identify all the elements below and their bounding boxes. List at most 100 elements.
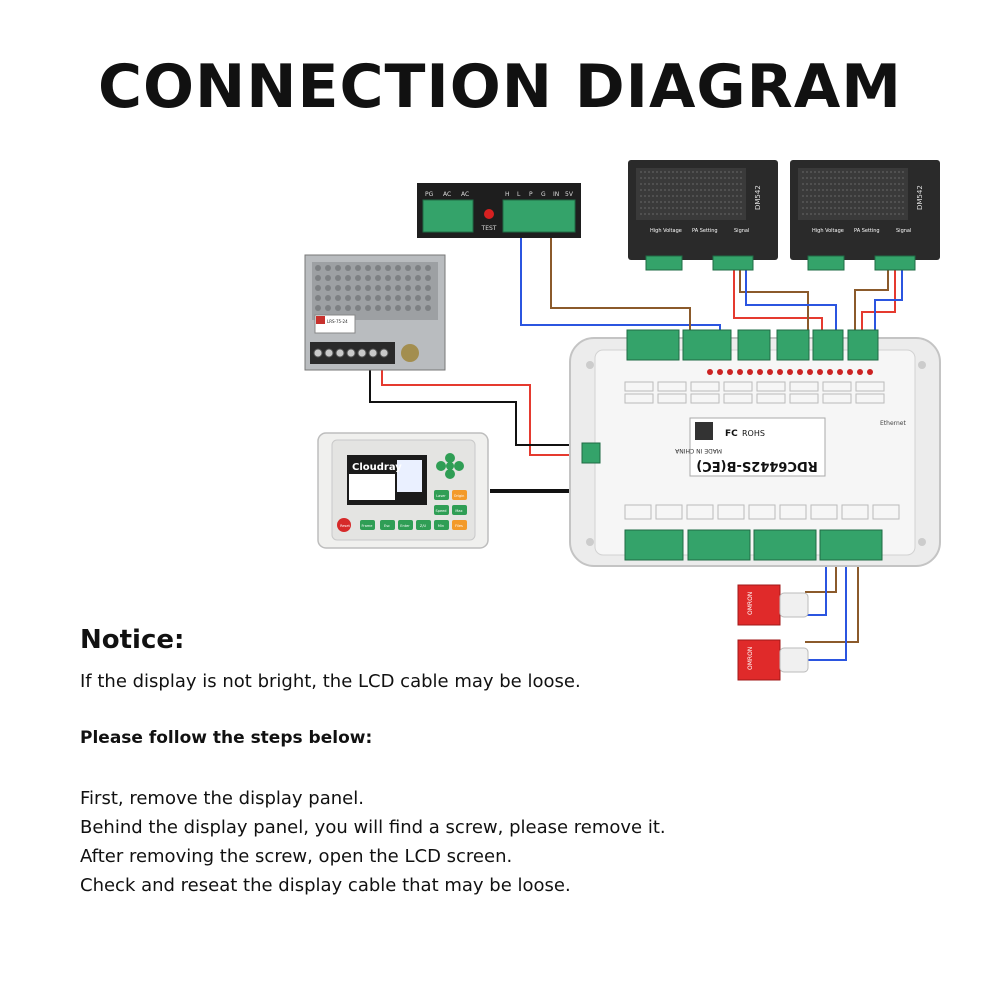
display-button-laser[interactable]: Laser (434, 490, 449, 500)
psu-vent-hole (425, 285, 431, 291)
driver-brand: DM542 (754, 185, 762, 210)
controller-power-terminal[interactable] (581, 442, 601, 464)
arrow-up-icon (445, 453, 455, 463)
display-button-min[interactable]: Min (434, 520, 449, 530)
notice-intro: If the display is not bright, the LCD ca… (80, 671, 581, 692)
psu-terminal-label: AC (461, 191, 469, 198)
controller-led (807, 369, 813, 375)
psu-vent-hole (425, 295, 431, 301)
psu-vent-hole (335, 265, 341, 271)
controller-terminal-top (626, 329, 680, 361)
display-button-esc[interactable]: Esc (380, 520, 395, 530)
display-button-reset[interactable]: Reset (337, 518, 351, 532)
controller-led (757, 369, 763, 375)
display-dpad[interactable] (436, 453, 464, 479)
display-button-label: Files (455, 524, 463, 528)
notice-steps-list: First, remove the display panel. Behind … (80, 784, 960, 900)
psu-vent-hole (365, 305, 371, 311)
display-button-label: Origin (454, 494, 465, 498)
controller-label-box (872, 504, 900, 520)
psu-vent-hole (315, 285, 321, 291)
wire-red-24v (381, 365, 585, 456)
driver-heatsink (636, 168, 746, 220)
controller-terminal-bottom (624, 529, 684, 561)
controller-label-box (686, 504, 714, 520)
display-button-label: Speed (436, 509, 447, 513)
display-button-origin[interactable]: Origin (452, 490, 467, 500)
psu-vent-hole (405, 305, 411, 311)
page-title: CONNECTION DIAGRAM (97, 52, 902, 122)
controller-label-box (789, 393, 819, 404)
controller-led (737, 369, 743, 375)
display-button-frame[interactable]: Frame (360, 520, 375, 530)
psu-vent-hole (415, 305, 421, 311)
arrow-right-icon (454, 461, 464, 471)
display-button-z-u[interactable]: Z/U (416, 520, 431, 530)
button-shape (434, 505, 449, 515)
psu-vent-hole (425, 275, 431, 281)
psu-vent-hole (355, 265, 361, 271)
switch-body (737, 584, 781, 626)
psu-terminal-label: PG (425, 191, 434, 198)
psu-vent-hole (365, 265, 371, 271)
psu-vent-hole (395, 275, 401, 281)
psu-terminal-screw (379, 348, 389, 358)
controller-terminal-bottom (819, 529, 883, 561)
psu-vent-hole (355, 295, 361, 301)
controller-label-box (624, 381, 654, 392)
psu-vent-hole (365, 275, 371, 281)
display-button-files[interactable]: Files (452, 520, 467, 530)
display-button-speed[interactable]: Speed (434, 505, 449, 515)
psu-vent-hole (335, 295, 341, 301)
controller-label-box (748, 504, 776, 520)
driver-section-label: PA Setting (854, 228, 880, 234)
notice-heading: Notice: (80, 625, 185, 655)
made-in-text: MADE IN CHINA (674, 447, 722, 454)
controller-label-box (690, 381, 720, 392)
display-button-enter[interactable]: Enter (398, 520, 413, 530)
controller-led (777, 369, 783, 375)
wire-blue-switch (805, 555, 827, 616)
controller-led (797, 369, 803, 375)
psu-terminal-screw (324, 348, 334, 358)
controller-model-text: RDC6442S-B(EC) (696, 458, 818, 473)
wire-brown-psu-signal (550, 232, 691, 350)
controller-label-box (624, 504, 652, 520)
button-shape (398, 520, 413, 530)
psu-vent-hole (365, 295, 371, 301)
controller-label-box (717, 504, 745, 520)
wire-brown-switch-2 (805, 555, 859, 643)
limit-switch: OMRON (737, 584, 809, 626)
psu-vent-hole (425, 265, 431, 271)
button-shape (434, 490, 449, 500)
psu-vent-hole (375, 285, 381, 291)
psu-signal-label: 5V (565, 191, 574, 198)
test-button[interactable] (484, 209, 494, 219)
controller-label-box (756, 393, 786, 404)
psu-vent-hole (335, 285, 341, 291)
psu-vent-hole (315, 305, 321, 311)
display-brand: Cloudray (352, 462, 402, 473)
controller-label-box (723, 393, 753, 404)
wire-blue-driver1 (745, 270, 837, 350)
psu-vent-hole (395, 295, 401, 301)
psu-vent-hole (355, 305, 361, 311)
controller-terminal-top (847, 329, 879, 361)
reset-button-shape (337, 518, 351, 532)
psu-terminal-screw (335, 348, 345, 358)
display-button-label: Min (438, 524, 444, 528)
notice-section: Notice: If the display is not bright, th… (80, 625, 960, 900)
psu-vent-hole (315, 295, 321, 301)
driver-heatsink (798, 168, 908, 220)
controller-led (827, 369, 833, 375)
switch-brand: OMRON (747, 647, 754, 670)
psu-vent-hole (355, 285, 361, 291)
controller-label-box (855, 381, 885, 392)
display-button-max[interactable]: Max (452, 505, 467, 515)
controller-led (727, 369, 733, 375)
controller-label-box (655, 504, 683, 520)
controller-label-box (789, 381, 819, 392)
